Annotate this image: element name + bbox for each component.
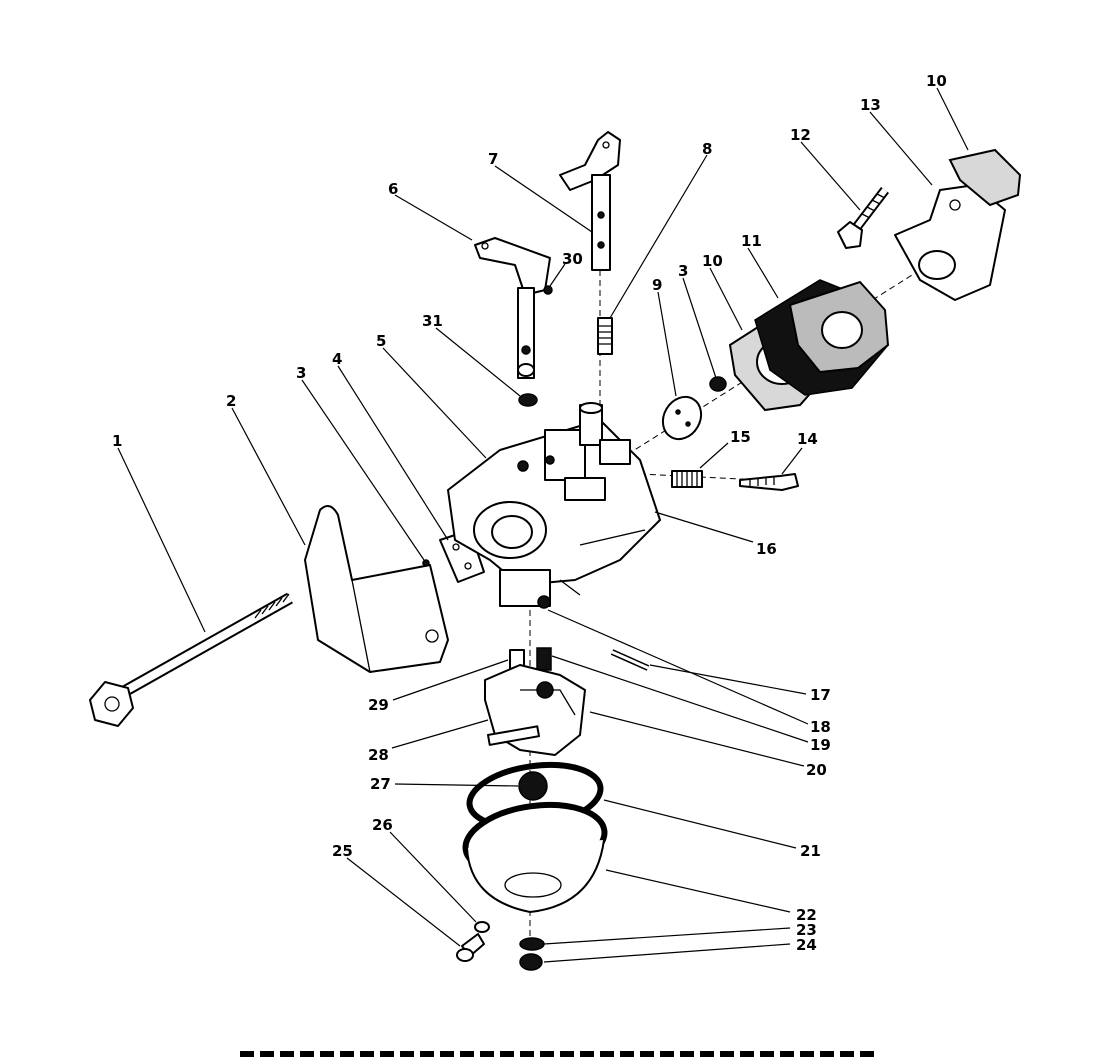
callout-21: 21 [800, 842, 821, 860]
callout-13: 13 [860, 96, 881, 114]
callout-28: 28 [368, 746, 389, 764]
callout-10-mid: 10 [702, 252, 723, 270]
callout-numbers: 1 2 3 3 4 5 6 7 8 9 10 10 11 12 13 14 15… [112, 72, 947, 954]
callout-6: 6 [388, 180, 398, 198]
part-5-carburetor-body [447, 402, 661, 607]
part-12-bolt [837, 186, 889, 249]
callout-16: 16 [756, 540, 777, 558]
part-27-nut [518, 771, 548, 801]
callout-12: 12 [790, 126, 811, 144]
callout-8: 8 [702, 140, 712, 158]
part-31-seal [518, 393, 538, 407]
part-14-idle-screw [739, 473, 799, 491]
callout-30: 30 [562, 250, 583, 268]
part-7-throttle-shaft [559, 131, 621, 271]
leader-lines [117, 87, 969, 963]
part-10-upper-gasket [948, 148, 1022, 207]
part-1-bolt [89, 592, 293, 727]
callout-22: 22 [796, 906, 817, 924]
part-23-washer [519, 937, 545, 951]
part-11-insulator [754, 279, 890, 396]
callout-26: 26 [372, 816, 393, 834]
callout-17: 17 [810, 686, 831, 704]
callout-19: 19 [810, 736, 831, 754]
callout-2: 2 [226, 392, 236, 410]
part-6-choke-lever [474, 237, 551, 379]
callout-15: 15 [730, 428, 751, 446]
callout-27: 27 [370, 775, 391, 793]
part-22-float-bowl [462, 801, 608, 913]
callout-9: 9 [652, 276, 662, 294]
part-15-spring [671, 470, 703, 488]
part-26-washer [474, 921, 490, 933]
part-2-heat-shield [304, 505, 449, 673]
part-19-seat [536, 595, 552, 671]
part-9-throttle-plate [661, 395, 703, 441]
part-17-pin [610, 649, 650, 671]
callout-25: 25 [332, 842, 353, 860]
part-13-adapter [894, 184, 1006, 301]
callout-3-left: 3 [296, 364, 306, 382]
callout-1: 1 [112, 432, 122, 450]
callout-18: 18 [810, 718, 831, 736]
callout-31: 31 [422, 312, 443, 330]
part-30-collar [543, 285, 553, 295]
callout-10-top: 10 [926, 72, 947, 90]
callout-5: 5 [376, 332, 386, 350]
callout-20: 20 [806, 761, 827, 779]
callout-3-upper: 3 [678, 262, 688, 280]
callout-4: 4 [332, 350, 342, 368]
callout-29: 29 [368, 696, 389, 714]
part-3-small-screw [709, 376, 727, 392]
cropped-caption-strip [240, 1051, 880, 1057]
callout-7: 7 [488, 150, 498, 168]
part-28-hinge-pin [487, 725, 540, 746]
part-8-screw [597, 317, 613, 355]
part-25-screw [456, 933, 485, 962]
callout-23: 23 [796, 921, 817, 939]
part-24-drain-screw [519, 953, 543, 971]
callout-24: 24 [796, 936, 817, 954]
callout-14: 14 [797, 430, 818, 448]
callout-11: 11 [741, 232, 762, 250]
